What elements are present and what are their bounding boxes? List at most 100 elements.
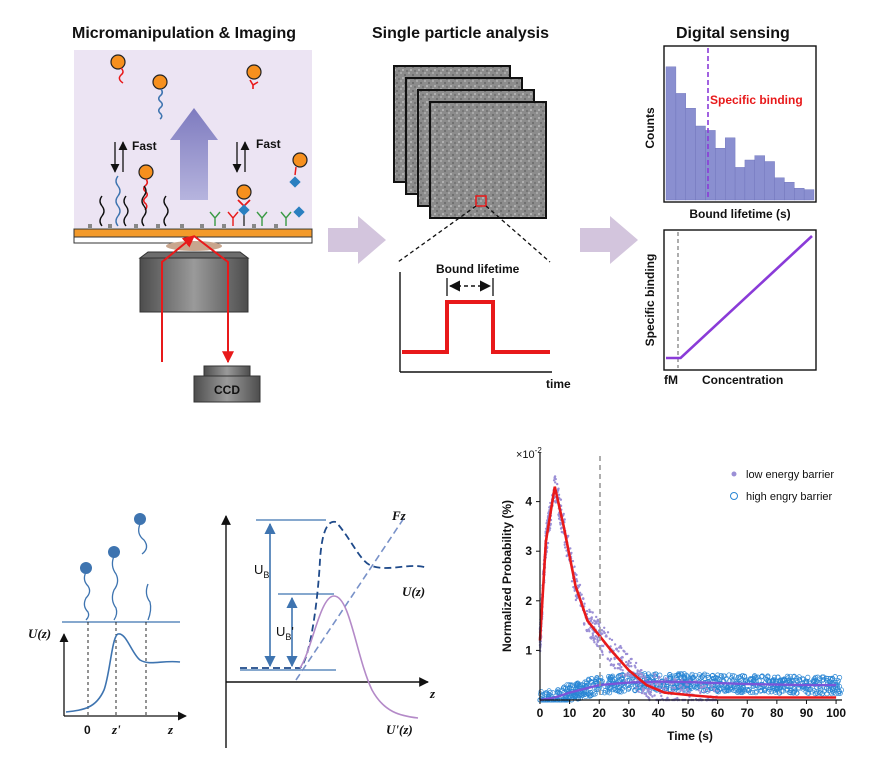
scatter-point-low (593, 641, 596, 644)
scatter-point-high (575, 680, 581, 686)
scatter-point-high (586, 690, 592, 696)
scatter-point-high (569, 682, 576, 688)
scatter-point-low (590, 636, 593, 639)
scatter-point-low (638, 684, 641, 687)
scatter-point-high (538, 688, 544, 695)
fit-curve-high (539, 680, 837, 702)
scatter-point-low (627, 662, 630, 665)
scatter-point-high (724, 684, 730, 690)
scatter-point-low (553, 476, 556, 480)
scatter-point-low (589, 617, 593, 620)
scatter-point-high (722, 688, 728, 694)
scatter-point-high (740, 672, 746, 679)
scatter-point-high (566, 682, 572, 688)
y-tick-label: 4 (525, 495, 532, 509)
chart-ylabel: Normalized Probability (%) (500, 500, 514, 652)
scatter-points (537, 475, 845, 703)
tick-zprime: z' (111, 722, 121, 737)
scatter-point-high (731, 673, 737, 679)
scatter-point-high (829, 688, 836, 694)
hist-bar (685, 107, 696, 201)
scatter-point-low (570, 580, 574, 583)
scatter-point-high (759, 673, 765, 679)
scatter-point-high (796, 674, 802, 680)
scatter-point-low (644, 677, 647, 681)
scatter-point-low (557, 513, 560, 516)
scatter-point-low (597, 639, 600, 643)
surface-tethers (99, 175, 292, 227)
exchange-arrows-left (110, 141, 128, 173)
hist-bar (794, 187, 805, 201)
x-tick-label: 80 (770, 706, 784, 720)
scatter-point-high (753, 688, 759, 695)
scatter-point-low (575, 580, 579, 583)
scatter-point-low (649, 693, 652, 696)
scatter-point-high (772, 686, 778, 692)
scatter-point-low (678, 685, 681, 688)
scatter-point-high (747, 676, 753, 682)
scatter-point-low (592, 639, 595, 642)
scatter-point-high (811, 679, 817, 685)
scatter-point-high (698, 675, 704, 681)
scatter-point-low (612, 664, 615, 667)
scatter-point-low (595, 620, 598, 623)
scatter-point-high (704, 672, 710, 678)
scatter-point-low (643, 692, 646, 695)
scatter-point-low (708, 690, 711, 693)
scatter-point-low (640, 675, 644, 678)
scatter-point-low (620, 665, 623, 669)
scatter-point-low (712, 687, 716, 690)
time-label: time (546, 377, 571, 391)
scatter-point-high (592, 689, 598, 695)
scatter-point-low (647, 696, 650, 699)
scatter-point-low (574, 598, 578, 602)
scatter-point-low (606, 631, 610, 634)
focus-spot (166, 241, 222, 251)
scatter-point-high (750, 690, 756, 696)
scatter-point-low (575, 578, 578, 581)
scatter-point-low (653, 673, 656, 676)
bead-icon-1 (80, 562, 92, 574)
scatter-point-low (606, 657, 610, 661)
middle-z-label: z (429, 686, 436, 701)
scatter-point-low (661, 687, 665, 690)
scatter-point-low (630, 665, 633, 668)
scatter-point-low (573, 589, 576, 592)
scatter-point-high (794, 675, 800, 681)
scatter-point-low (559, 521, 562, 524)
scatter-point-low (697, 689, 700, 692)
scatter-point-low (585, 628, 588, 632)
optical-path (161, 235, 234, 364)
hist-bar (665, 66, 677, 201)
scatter-point-high (747, 689, 753, 696)
hist-bar (754, 155, 765, 201)
panel-micromanipulation: Micromanipulation & Imaging Fast (72, 25, 313, 403)
hist-bar (705, 130, 716, 201)
scatter-point-low (604, 635, 607, 638)
hist-bar (774, 177, 785, 201)
scatter-point-low (608, 659, 612, 662)
legend-marker-low (731, 471, 737, 477)
scatter-point-high (721, 673, 727, 679)
scatter-point-low (603, 626, 606, 629)
scatter-point-low (673, 686, 677, 690)
scatter-point-high (830, 676, 836, 682)
bound-lifetime-label: Bound lifetime (436, 262, 520, 276)
scatter-point-low (635, 686, 638, 689)
hist-xlabel: Bound lifetime (s) (689, 207, 790, 221)
scatter-point-low (664, 687, 667, 690)
scatter-point-high (781, 676, 787, 682)
scatter-point-high (604, 689, 610, 695)
scatter-point-high (739, 688, 745, 694)
scatter-point-low (680, 678, 683, 682)
scatter-point-low (602, 644, 605, 648)
scatter-point-high (615, 673, 621, 680)
panel-energy-landscape-middle: UB UB' Fz U(z) U'(z) z (221, 508, 436, 748)
scatter-point-low (589, 610, 592, 613)
scatter-point-high (817, 690, 823, 696)
response-ylabel: Specific binding (643, 254, 657, 347)
scatter-point-low (593, 622, 597, 625)
scatter-point-high (780, 688, 786, 694)
fast-label-left: Fast (132, 139, 157, 153)
scatter-point-high (819, 691, 826, 697)
